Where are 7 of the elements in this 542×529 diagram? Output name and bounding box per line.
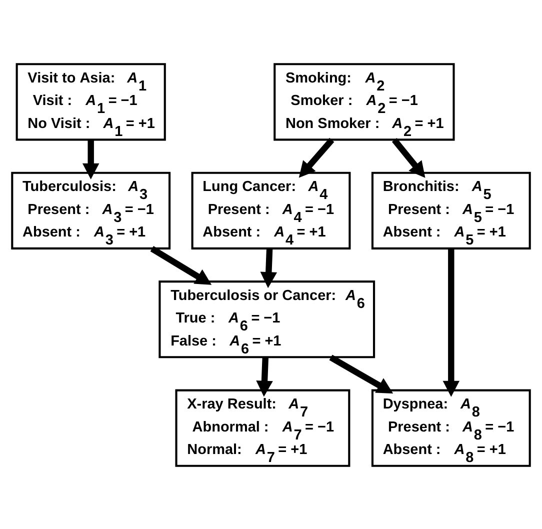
arrow xyxy=(256,356,273,396)
arrow xyxy=(298,137,334,178)
arrow xyxy=(442,248,460,396)
arrow xyxy=(150,246,212,284)
arrow xyxy=(392,138,426,178)
arrow xyxy=(260,248,278,288)
arrow xyxy=(82,139,100,179)
